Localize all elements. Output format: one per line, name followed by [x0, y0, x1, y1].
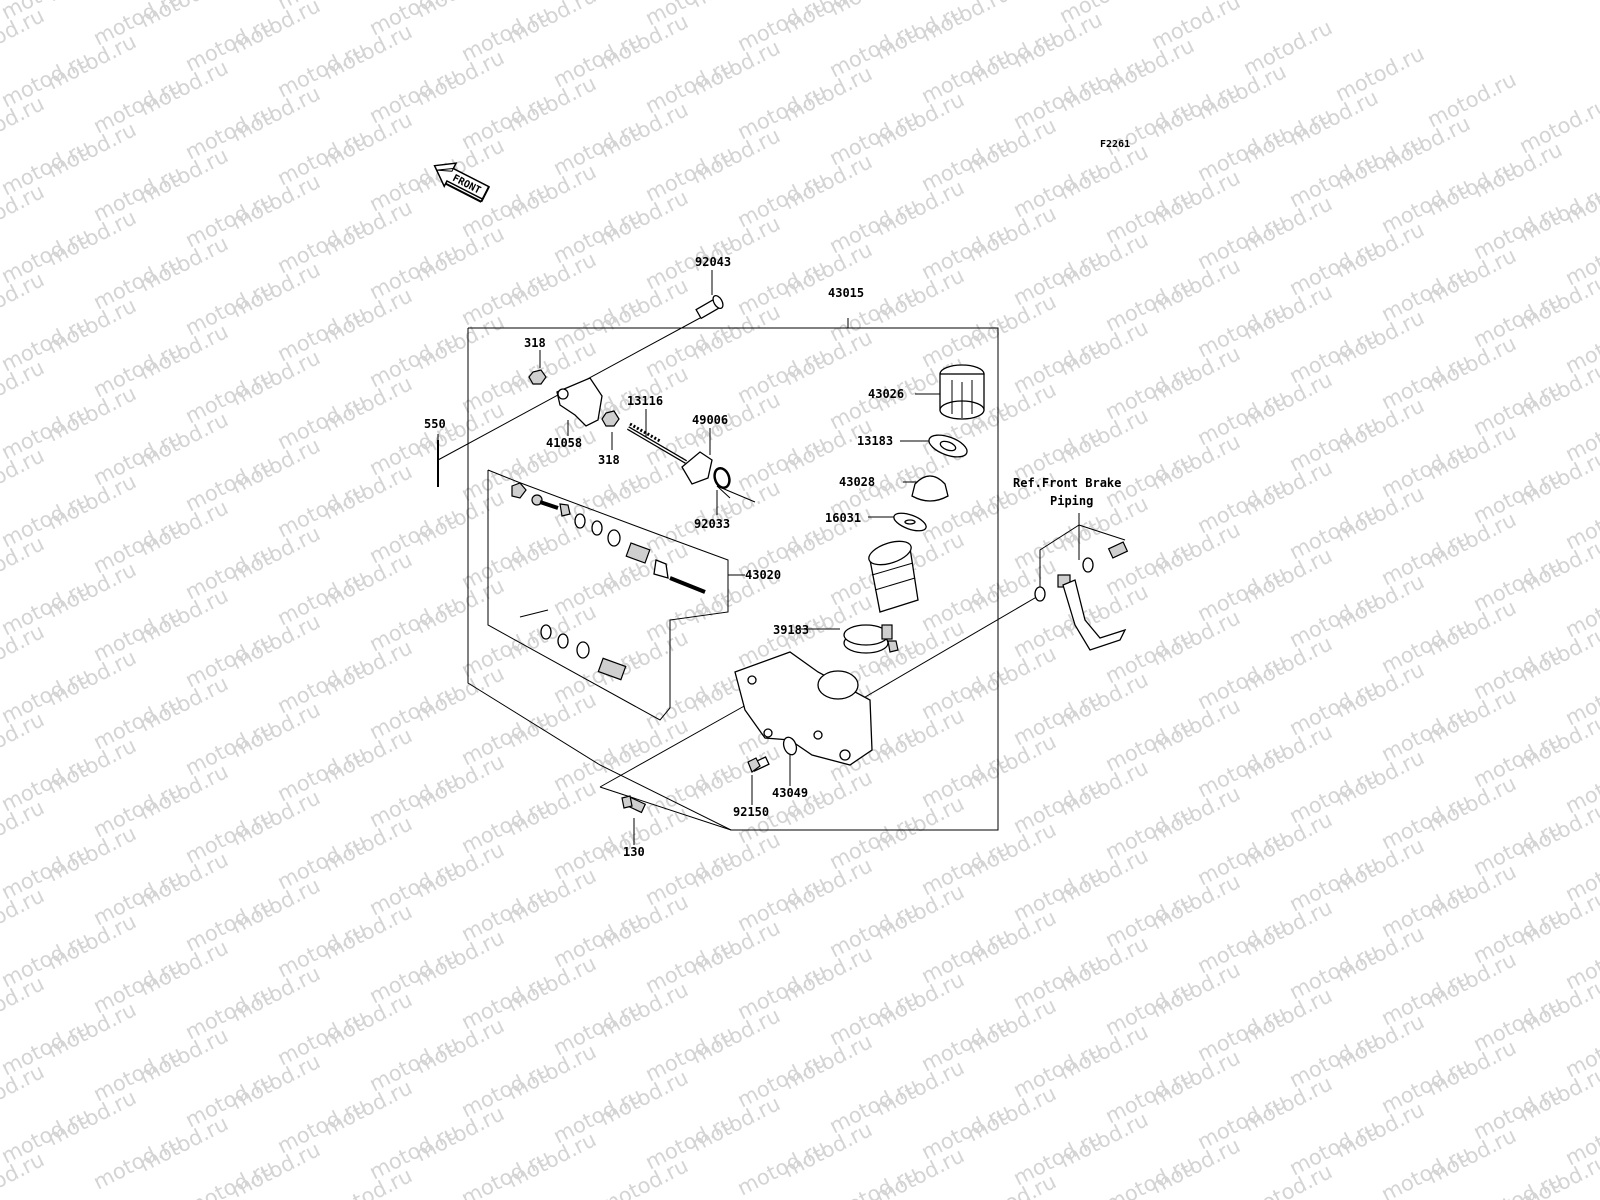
part-label-13183: 13183 — [857, 434, 893, 448]
part-label-130: 130 — [623, 845, 645, 859]
ref-note-line1: Ref.Front Brake — [1013, 476, 1121, 490]
part-label-43049: 43049 — [772, 786, 808, 800]
part-label-16031: 16031 — [825, 511, 861, 525]
master-cylinder-body-icon — [734, 651, 873, 766]
watermark-text: motod.ru — [1239, 15, 1336, 80]
watermark-text: motod.ru — [1101, 1151, 1198, 1200]
diaphragm-43028-icon — [911, 475, 949, 502]
washer-16031-icon — [893, 512, 927, 532]
ref-note-line2: Piping — [1050, 494, 1093, 508]
part-label-43026: 43026 — [868, 387, 904, 401]
part-label-49006: 49006 — [692, 413, 728, 427]
pin-92043-icon — [695, 294, 724, 320]
bolt-130-icon — [621, 795, 647, 814]
part-label-92150: 92150 — [733, 805, 769, 819]
washer-43049-icon — [782, 736, 798, 756]
diagram-code: F2261 — [1100, 139, 1130, 150]
watermark-text: motod.ru — [595, 1153, 692, 1200]
clevis-41058-icon — [556, 377, 603, 427]
nut-318-lower-icon — [601, 410, 620, 427]
part-label-92033: 92033 — [694, 517, 730, 531]
bolt-92150-icon — [747, 756, 770, 773]
seal-kit-43020-parts-icon — [511, 482, 706, 681]
watermark-text: motod.ru — [181, 1155, 278, 1200]
part-label-13116: 13116 — [627, 394, 663, 408]
watermark-text: motod.ru — [1423, 67, 1520, 132]
assembly-43015-frame — [467, 327, 999, 831]
clamp-39183-icon — [843, 624, 899, 654]
kit-43020-frame — [487, 469, 729, 721]
front-arrow-icon: FRONT — [433, 162, 490, 203]
watermark-text: motod.ru — [1469, 1167, 1566, 1200]
watermark-text: motod.ru — [457, 1145, 554, 1200]
nut-318-top-icon — [528, 369, 547, 385]
brake-piping-parts-icon — [1034, 541, 1129, 651]
part-label-318-top: 318 — [524, 336, 546, 350]
part-label-318-lower: 318 — [598, 453, 620, 467]
part-label-41058: 41058 — [546, 436, 582, 450]
reservoir-cap-43026-icon — [939, 364, 985, 420]
boot-49006-icon — [681, 451, 713, 485]
part-label-43015: 43015 — [828, 286, 864, 300]
watermark-text: motod.ru — [43, 0, 140, 6]
push-rod-13116-icon — [626, 422, 688, 464]
part-label-550: 550 — [424, 417, 446, 431]
part-label-92043: 92043 — [695, 255, 731, 269]
part-label-43028: 43028 — [839, 475, 875, 489]
watermark-text: motod.ru — [1331, 41, 1428, 106]
part-label-39183: 39183 — [773, 623, 809, 637]
plate-13183-icon — [928, 434, 968, 458]
reservoir-hose-icon — [868, 540, 919, 613]
circlip-92033-icon — [713, 467, 731, 489]
part-label-43020: 43020 — [745, 568, 781, 582]
callout-labels: 92043 43015 318 43026 550 13116 49006 13… — [424, 255, 1121, 859]
